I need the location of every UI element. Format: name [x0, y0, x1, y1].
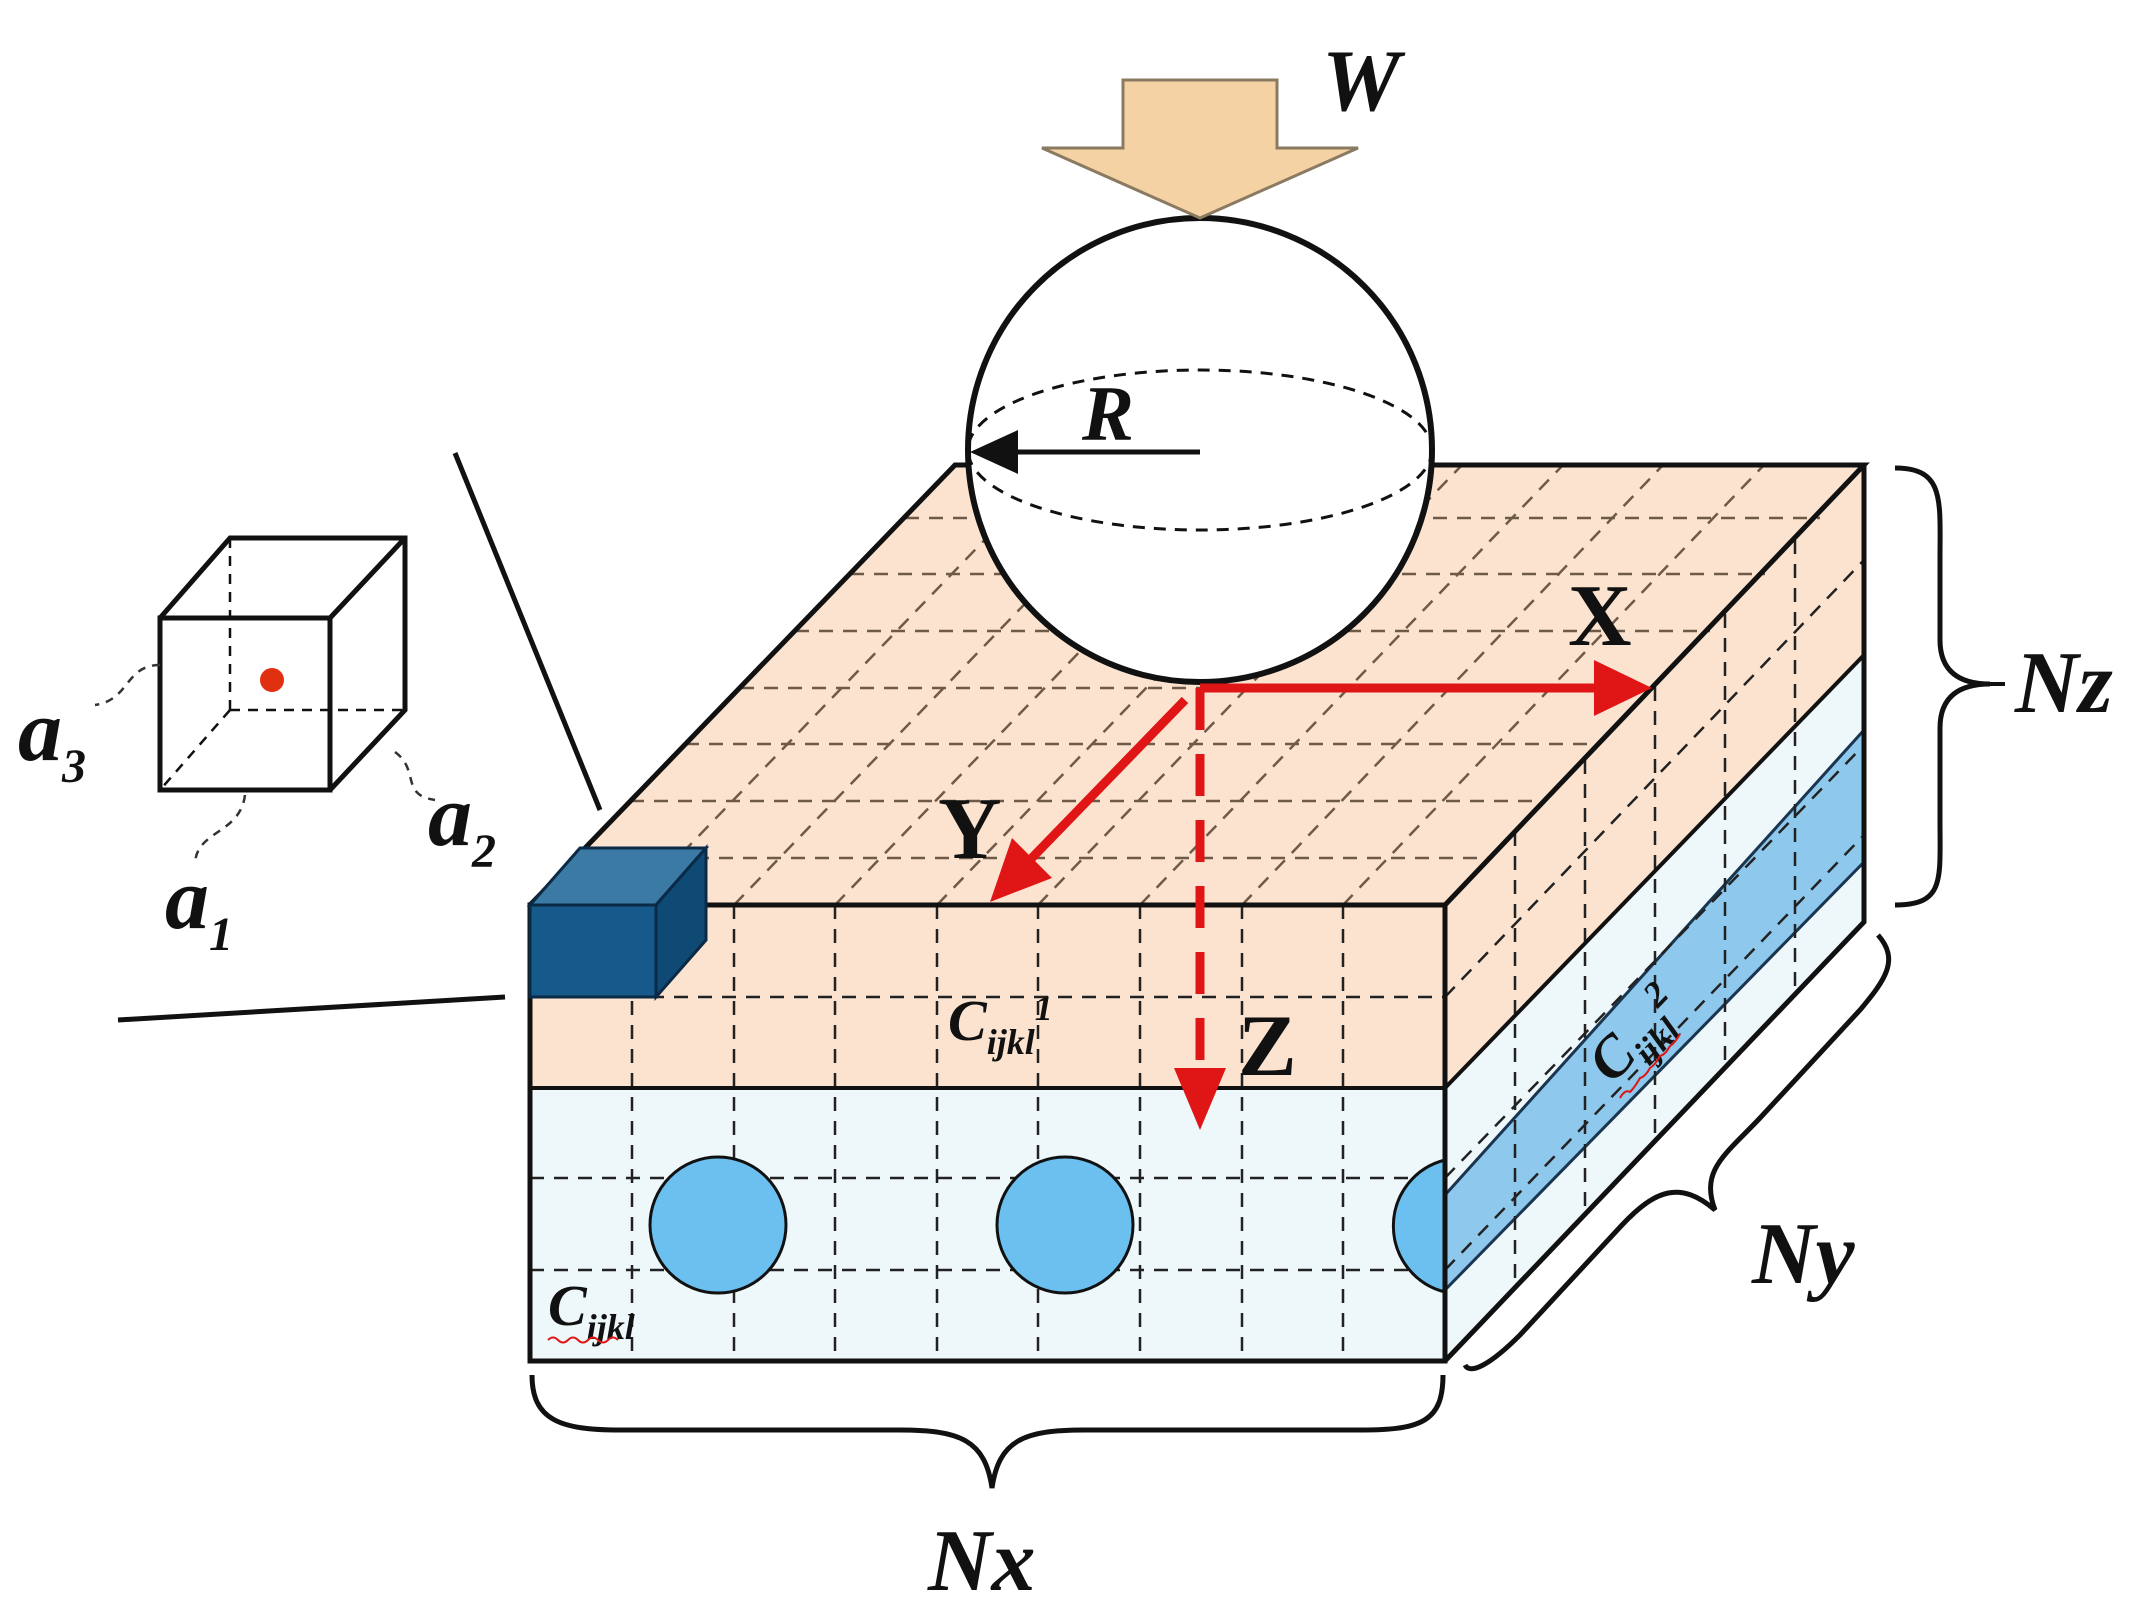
label-a2: a2	[428, 768, 496, 878]
label-y: Y	[938, 781, 1002, 878]
label-nx: Nx	[927, 1513, 1036, 1608]
radius-arrowhead	[970, 430, 1018, 474]
highlighted-voxel	[526, 844, 710, 1001]
right-interface-line	[1443, 653, 1866, 1090]
label-z: Z	[1238, 998, 1297, 1095]
fiber-circle	[648, 1155, 788, 1295]
axis-y	[990, 696, 1189, 902]
axis-z	[1174, 688, 1226, 1130]
brace-ny	[1462, 933, 1892, 1372]
fiber-circle	[995, 1155, 1135, 1295]
load-arrow	[1041, 78, 1359, 220]
unit-cell-inset	[157, 535, 408, 793]
label-c-matrix: Cijkl	[548, 1273, 635, 1347]
brace-nx	[529, 1374, 1446, 1489]
squiggle-underline	[1619, 1033, 1681, 1099]
label-c-layer1: Cijkl1	[948, 988, 1053, 1062]
label-a1: a1	[165, 851, 233, 961]
label-r: R	[1081, 370, 1134, 457]
inset-leaders	[94, 663, 436, 866]
label-a3: a3	[18, 683, 86, 793]
right-coating-layer	[1445, 465, 1864, 1088]
label-x: X	[1568, 568, 1632, 665]
axis-x	[1200, 660, 1652, 716]
brace-nz	[1894, 465, 1991, 908]
unit-cell-center-dot	[260, 668, 284, 692]
zoom-line-bottom	[117, 994, 506, 1023]
zoom-line-top	[452, 452, 603, 811]
squiggle-underline	[547, 1336, 619, 1344]
label-ny: Ny	[1751, 1206, 1856, 1303]
label-nz: Nz	[2014, 635, 2113, 732]
label-w: W	[1322, 33, 1406, 130]
right-grid	[1444, 540, 1865, 1288]
fiber-circle-partial	[1391, 1158, 1447, 1294]
